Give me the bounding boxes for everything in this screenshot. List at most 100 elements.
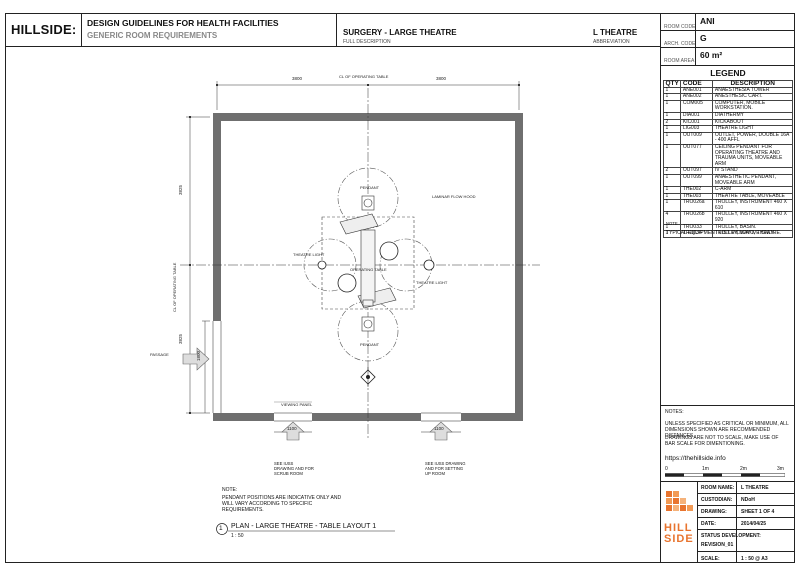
dim-top-left: 3800 <box>292 76 303 81</box>
plan-number: 1 <box>219 525 223 532</box>
notes-line-1: UNLESS SPECIFIED AS CRITICAL OR MINIMUM,… <box>665 421 789 439</box>
passage-arrow <box>182 347 210 371</box>
legend-cell-description: OUTLET, POWER, DOUBLE 16A - 400 AFFL <box>712 131 793 145</box>
legend-cell-description: TROLLEY, MAYO, THEATRE. <box>712 230 793 238</box>
date-label: DATE: <box>701 521 716 527</box>
header-divider-2 <box>336 13 337 47</box>
hillside-logo-line-1: HILL <box>664 522 693 534</box>
dimension-lines <box>186 81 520 433</box>
theatre-lights <box>317 241 435 293</box>
legend-cell-code: OUT099 <box>680 173 714 188</box>
notes-line-2: DRAWINGS ARE NOT TO SCALE, MAKE USE OF B… <box>665 435 779 447</box>
scale-label: SCALE: <box>701 556 720 562</box>
brand-title: HILLSIDE: <box>11 22 77 37</box>
legend-cell-description: ANAESTHETIC PENDANT, MOVEABLE ARM <box>712 173 793 188</box>
laminar-flow-label: LAMINAR FLOW HOOD <box>432 194 476 199</box>
room-name-value: L THEATRE <box>741 485 769 491</box>
legend-cell-description: TROLLEY, INSTRUMENT 460 X 920 <box>712 211 793 225</box>
abbreviation-caption: ABBREVIATION <box>593 39 630 45</box>
room-code-value: ANI <box>700 16 715 26</box>
notes-title: NOTES: <box>665 409 684 415</box>
bar-scale <box>665 473 785 477</box>
dimension-ticks <box>189 84 520 414</box>
arch-code-label: ARCH. CODE <box>664 41 696 47</box>
legend-cell-code: TRO026b <box>680 211 714 225</box>
custodian-value: NDoH <box>741 497 755 503</box>
pendant-bottom-label: PENDANT <box>360 342 380 347</box>
room-area-label: ROOM AREA <box>664 58 695 64</box>
status-label: STATUS DEVELOPMENT: <box>701 533 761 539</box>
legend-cell-code: OUT009 <box>680 131 714 145</box>
dim-bottom-right: 1100 <box>434 426 444 431</box>
bar-scale-tick-1: 1m <box>702 466 709 472</box>
dim-bottom-left: 1100 <box>287 426 297 431</box>
viewing-panel-label: VIEWING PANEL <box>281 402 313 407</box>
legend-cell-code: OUT077 <box>680 143 714 169</box>
plan-title: PLAN - LARGE THEATRE - TABLE LAYOUT 1 <box>231 523 377 530</box>
dim-door-height: 1800 <box>196 350 201 361</box>
bar-scale-tick-0: 0 <box>665 466 668 472</box>
legend-cell-code: TRO034 <box>680 230 714 238</box>
plan-scale: 1 : 50 <box>231 533 244 539</box>
full-description: SURGERY - LARGE THEATRE <box>343 28 457 37</box>
hillside-logo-blocks <box>666 491 693 511</box>
cl-top-label: CL OF OPERATING TABLE <box>339 74 389 79</box>
plan-number-circle <box>216 523 228 535</box>
sheet-frame <box>5 13 795 563</box>
legend-cell-qty: 1 <box>662 230 682 238</box>
theatre-light-left-label: THEATRE LIGHT <box>293 252 325 257</box>
dim-left-lower: 3825 <box>178 333 183 344</box>
legend-cell-description: CEILING PENDANT FOR OPERATING THEATRE AN… <box>712 143 793 169</box>
cl-left-label: CL OF OPERATING TABLE <box>172 262 177 312</box>
passage-label: PASSAGE <box>150 352 169 357</box>
full-description-caption: FULL DESCRIPTION <box>343 39 391 45</box>
plan-note-title: NOTE: <box>222 487 238 493</box>
operating-table <box>360 229 376 307</box>
document-subtitle: GENERIC ROOM REQUIREMENTS <box>87 31 218 40</box>
website-link[interactable]: https://thehillside.info <box>665 455 726 462</box>
legend-cell-qty: 1 <box>662 143 682 169</box>
north-arrow <box>360 367 376 387</box>
bar-scale-tick-2: 2m <box>740 466 747 472</box>
bar-scale-tick-3: 3m <box>777 466 784 472</box>
room-info: ROOM CODE ANI ARCH. CODE G ROOM AREA 60 … <box>661 13 795 65</box>
legend-cell-qty: 1 <box>662 199 682 213</box>
legend-cell-qty: 1 <box>662 173 682 188</box>
room-walls <box>212 113 523 422</box>
room-area-value: 60 m² <box>700 50 723 60</box>
right-panel: ROOM CODE ANI ARCH. CODE G ROOM AREA 60 … <box>660 13 795 563</box>
legend-cell-qty: 1 <box>662 131 682 145</box>
scrub-room-arrow <box>281 421 305 441</box>
floor-plan: 3800 3800 CL OF OPERATING TABLE CL OF OP… <box>150 74 540 535</box>
room-code-label: ROOM CODE <box>664 24 696 30</box>
legend-cell-description: TROLLEY, INSTRUMENT 460 X 610 <box>712 199 793 213</box>
drawing-value: SHEET 1 OF 4 <box>741 509 775 515</box>
legend-cell-code: TRO026a <box>680 199 714 213</box>
dim-left-upper: 3825 <box>178 184 183 195</box>
pendant-top-label: PENDANT <box>360 185 380 190</box>
operating-table-label: OPERATING TABLE <box>350 267 387 272</box>
date-value: 2014/04/25 <box>741 521 767 527</box>
abbreviation: L THEATRE <box>593 28 638 37</box>
legend-col-qty: QTY <box>662 80 682 88</box>
ref-scrub-room: SEE IUSS DRAWING AND FOR SCRUB ROOM <box>274 461 314 476</box>
status-value: REVISION_01 <box>701 542 734 548</box>
hillside-logo-line-2: SIDE <box>664 533 694 545</box>
legend-cell-qty: 1 <box>662 99 682 113</box>
theatre-light-right-label: THEATRE LIGHT <box>416 280 448 285</box>
custodian-label: CUSTODIAN: <box>701 497 733 503</box>
legend-cell-description: COMPUTER, MOBILE WORKSTATION. <box>712 99 793 113</box>
pendant-top <box>339 195 379 235</box>
ref-setting-up-room: SEE IUSS DRAWING AND FOR SETTING UP ROOM <box>425 461 466 476</box>
centre-lines <box>180 88 540 440</box>
drawing-label: DRAWING: <box>701 509 727 515</box>
